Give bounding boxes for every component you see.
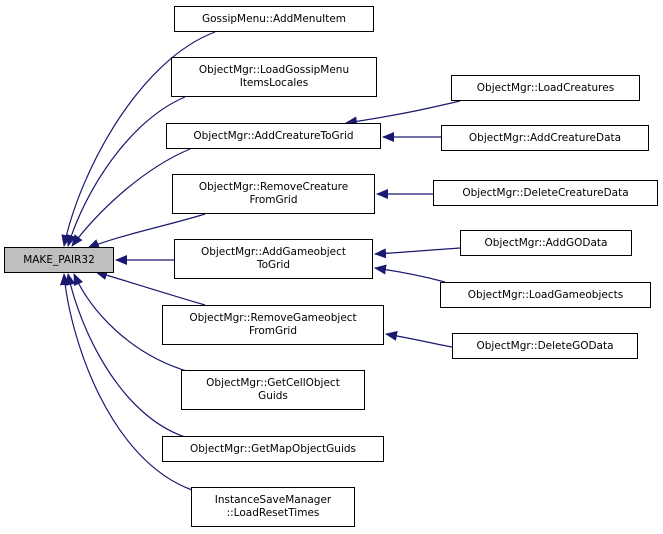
- edge-add-go-data: [374, 247, 461, 259]
- edge-get-cell-guids: [73, 273, 191, 373]
- node-add-go-data[interactable]: ObjectMgr::AddGOData: [460, 230, 632, 256]
- edge-delete-go-data: [385, 330, 453, 348]
- node-load-reset-times[interactable]: InstanceSaveManager ::LoadResetTimes: [191, 487, 355, 527]
- node-add-gameobject-to-grid[interactable]: ObjectMgr::AddGameobject ToGrid: [174, 239, 373, 279]
- node-load-creatures[interactable]: ObjectMgr::LoadCreatures: [451, 75, 640, 101]
- edge-add-creature-grid: [71, 148, 191, 247]
- node-remove-gameobject-from-grid[interactable]: ObjectMgr::RemoveGameobject FromGrid: [162, 305, 384, 345]
- node-remove-creature-from-grid[interactable]: ObjectMgr::RemoveCreature FromGrid: [172, 174, 375, 214]
- edge-remove-creature-grid: [87, 213, 206, 249]
- node-get-map-object-guids[interactable]: ObjectMgr::GetMapObjectGuids: [162, 436, 384, 462]
- edge-gossip-add: [61, 31, 216, 247]
- edge-get-map-guids: [65, 273, 186, 438]
- node-make-pair32[interactable]: MAKE_PAIR32: [4, 247, 114, 273]
- node-delete-creature-data[interactable]: ObjectMgr::DeleteCreatureData: [433, 180, 658, 206]
- node-add-creature-to-grid[interactable]: ObjectMgr::AddCreatureToGrid: [166, 123, 381, 149]
- node-delete-go-data[interactable]: ObjectMgr::DeleteGOData: [452, 333, 638, 359]
- node-load-gameobjects[interactable]: ObjectMgr::LoadGameobjects: [440, 282, 651, 308]
- node-gossip-add-menu-item[interactable]: GossipMenu::AddMenuItem: [174, 6, 374, 32]
- edge-load-gameobjects: [374, 264, 446, 283]
- edge-load-reset-times: [60, 273, 193, 491]
- edge-load-gossip-locales: [66, 96, 186, 247]
- edge-load-creatures: [345, 100, 461, 127]
- node-get-cell-object-guids[interactable]: ObjectMgr::GetCellObject Guids: [181, 370, 365, 410]
- node-add-creature-data[interactable]: ObjectMgr::AddCreatureData: [441, 125, 649, 151]
- node-load-gossip-menu-items-locales[interactable]: ObjectMgr::LoadGossipMenu ItemsLocales: [171, 57, 377, 97]
- edge-remove-go-grid: [95, 270, 206, 306]
